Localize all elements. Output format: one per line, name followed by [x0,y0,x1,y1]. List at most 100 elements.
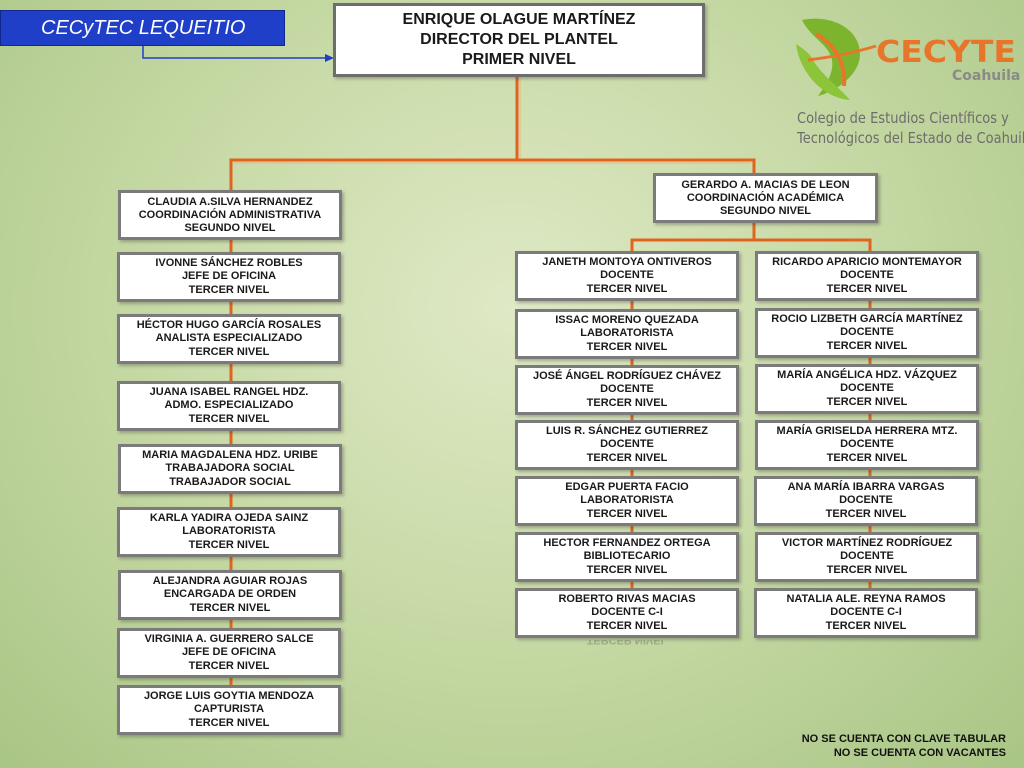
footer-note: NO SE CUENTA CON CLAVE TABULAR [801,733,1006,745]
person-name: ANA MARÍA IBARRA VARGAS [787,480,945,493]
position-title: DOCENTE [840,269,894,282]
person-name: VIRGINIA A. GUERRERO SALCE [144,632,314,645]
person-name: HÉCTOR HUGO GARCÍA ROSALES [136,318,322,331]
level-label: TERCER NIVEL [188,659,270,672]
person-name: NATALIA ALE. REYNA RAMOS [786,592,946,605]
admin-coordinator-box: CLAUDIA A.SILVA HERNANDEZ COORDINACIÓN A… [118,190,342,240]
teacher-box: ROCIO LIZBETH GARCÍA MARTÍNEZ DOCENTE TE… [755,308,979,358]
level-label: TERCER NIVEL [826,282,908,295]
box-reflection: TERCER NIVEL [516,640,738,660]
person-name: HECTOR FERNANDEZ ORTEGA [543,536,711,549]
position-title: LABORATORISTA [580,327,674,340]
teacher-box: JOSÉ ÁNGEL RODRÍGUEZ CHÁVEZ DOCENTE TERC… [515,365,739,415]
director-title: DIRECTOR DEL PLANTEL [420,31,618,48]
cecyte-logo: CECYTE Coahuila [796,18,1020,100]
person-name: RICARDO APARICIO MONTEMAYOR [772,255,962,268]
person-name: ROBERTO RIVAS MACIAS [558,592,696,605]
position-title: JEFE DE OFICINA [181,646,277,659]
level-label: TERCER NIVEL [825,619,907,632]
level-label: TERCER NIVEL [586,563,668,576]
level-label: TRABAJADOR SOCIAL [169,475,291,488]
leaf-icon [796,18,877,100]
person-name: LUIS R. SÁNCHEZ GUTIERREZ [546,424,708,437]
teacher-box: RICARDO APARICIO MONTEMAYOR DOCENTE TERC… [755,251,979,301]
level-label: TERCER NIVEL [826,395,908,408]
academic-coordinator-box: GERARDO A. MACIAS DE LEON COORDINACIÓN A… [653,173,878,223]
position-title: ADMO. ESPECIALIZADO [164,399,294,412]
teacher-box: MARÍA GRISELDA HERRERA MTZ. DOCENTE TERC… [755,420,979,470]
position-title: CAPTURISTA [193,703,265,716]
position-title: COORDINACIÓN ACADÉMICA [686,191,845,204]
level-label: TERCER NIVEL [826,339,908,352]
position-title: DOCENTE [600,383,654,396]
position-title: DOCENTE C-I [830,606,902,619]
level-label: TERCER NIVEL [586,340,668,353]
level-label: TERCER NIVEL [188,716,270,729]
staff-box: ALEJANDRA AGUIAR ROJAS ENCARGADA DE ORDE… [118,570,342,620]
level-label: TERCER NIVEL [188,283,270,296]
teacher-box: ROBERTO RIVAS MACIAS DOCENTE C-I TERCER … [515,588,739,638]
person-name: MARIA MAGDALENA HDZ. URIBE [142,448,318,461]
level-label: TERCER NIVEL [188,412,270,425]
level-label: TERCER NIVEL [188,538,270,551]
level-label: SEGUNDO NIVEL [719,204,812,217]
position-title: TRABAJADORA SOCIAL [165,462,295,475]
person-name: MARÍA ANGÉLICA HDZ. VÁZQUEZ [777,368,957,381]
position-title: DOCENTE [839,494,893,507]
logo-line-2: Tecnológicos del Estado de Coahuila [797,129,1024,147]
position-title: LABORATORISTA [182,525,276,538]
staff-box: KARLA YADIRA OJEDA SAINZ LABORATORISTA T… [117,507,341,557]
person-name: ROCIO LIZBETH GARCÍA MARTÍNEZ [771,312,963,325]
level-label: TERCER NIVEL [188,345,270,358]
position-title: DOCENTE [600,438,654,451]
teacher-box: NATALIA ALE. REYNA RAMOS DOCENTE C-I TER… [754,588,978,638]
logo-brand: CECYTE [876,35,1016,70]
level-label: TERCER NIVEL [826,563,908,576]
director-level: PRIMER NIVEL [462,51,576,68]
person-name: KARLA YADIRA OJEDA SAINZ [149,511,309,524]
staff-box: HÉCTOR HUGO GARCÍA ROSALES ANALISTA ESPE… [117,314,341,364]
person-name: JOSÉ ÁNGEL RODRÍGUEZ CHÁVEZ [532,369,722,382]
teacher-box: EDGAR PUERTA FACIO LABORATORISTA TERCER … [515,476,739,526]
position-title: DOCENTE [600,269,654,282]
teacher-box: HECTOR FERNANDEZ ORTEGA BIBLIOTECARIO TE… [515,532,739,582]
person-name: MARÍA GRISELDA HERRERA MTZ. [776,424,958,437]
level-label: TERCER NIVEL [586,507,668,520]
logo-institution-name: Colegio de Estudios Científicos y Tecnol… [797,108,1024,148]
staff-box: IVONNE SÁNCHEZ ROBLES JEFE DE OFICINA TE… [117,252,341,302]
director-name: ENRIQUE OLAGUE MARTÍNEZ [402,11,636,28]
teacher-box: LUIS R. SÁNCHEZ GUTIERREZ DOCENTE TERCER… [515,420,739,470]
position-title: DOCENTE C-I [591,606,663,619]
teacher-box: ANA MARÍA IBARRA VARGAS DOCENTE TERCER N… [754,476,978,526]
staff-box: JUANA ISABEL RANGEL HDZ. ADMO. ESPECIALI… [117,381,341,431]
position-title: DOCENTE [840,382,894,395]
staff-box: VIRGINIA A. GUERRERO SALCE JEFE DE OFICI… [117,628,341,678]
level-label: TERCER NIVEL [189,601,271,614]
person-name: ALEJANDRA AGUIAR ROJAS [152,574,308,587]
level-label: SEGUNDO NIVEL [184,221,276,234]
position-title: COORDINACIÓN ADMINISTRATIVA [138,208,322,221]
level-label: TERCER NIVEL [825,507,907,520]
footer-notes: NO SE CUENTA CON CLAVE TABULAR NO SE CUE… [802,732,1006,760]
staff-box: MARIA MAGDALENA HDZ. URIBE TRABAJADORA S… [118,444,342,494]
teacher-box: ISSAC MORENO QUEZADA LABORATORISTA TERCE… [515,309,739,359]
person-name: ISSAC MORENO QUEZADA [555,313,699,326]
staff-box: JORGE LUIS GOYTIA MENDOZA CAPTURISTA TER… [117,685,341,735]
teacher-box: JANETH MONTOYA ONTIVEROS DOCENTE TERCER … [515,251,739,301]
person-name: JORGE LUIS GOYTIA MENDOZA [143,689,315,702]
person-name: EDGAR PUERTA FACIO [565,480,689,493]
level-label: TERCER NIVEL [586,619,668,632]
footer-note: NO SE CUENTA CON VACANTES [833,747,1006,759]
position-title: ANALISTA ESPECIALIZADO [155,332,303,345]
person-name: JUANA ISABEL RANGEL HDZ. [149,385,309,398]
position-title: DOCENTE [840,326,894,339]
position-title: DOCENTE [840,438,894,451]
position-title: BIBLIOTECARIO [583,550,671,563]
campus-label: CECyTEC LEQUEITIO [0,10,285,46]
level-label: TERCER NIVEL [586,282,668,295]
teacher-box: VICTOR MARTÍNEZ RODRÍGUEZ DOCENTE TERCER… [755,532,979,582]
person-name: CLAUDIA A.SILVA HERNANDEZ [147,195,313,208]
reflection-text: TERCER NIVEL [586,640,668,646]
position-title: ENCARGADA DE ORDEN [163,588,297,601]
person-name: JANETH MONTOYA ONTIVEROS [542,255,712,268]
